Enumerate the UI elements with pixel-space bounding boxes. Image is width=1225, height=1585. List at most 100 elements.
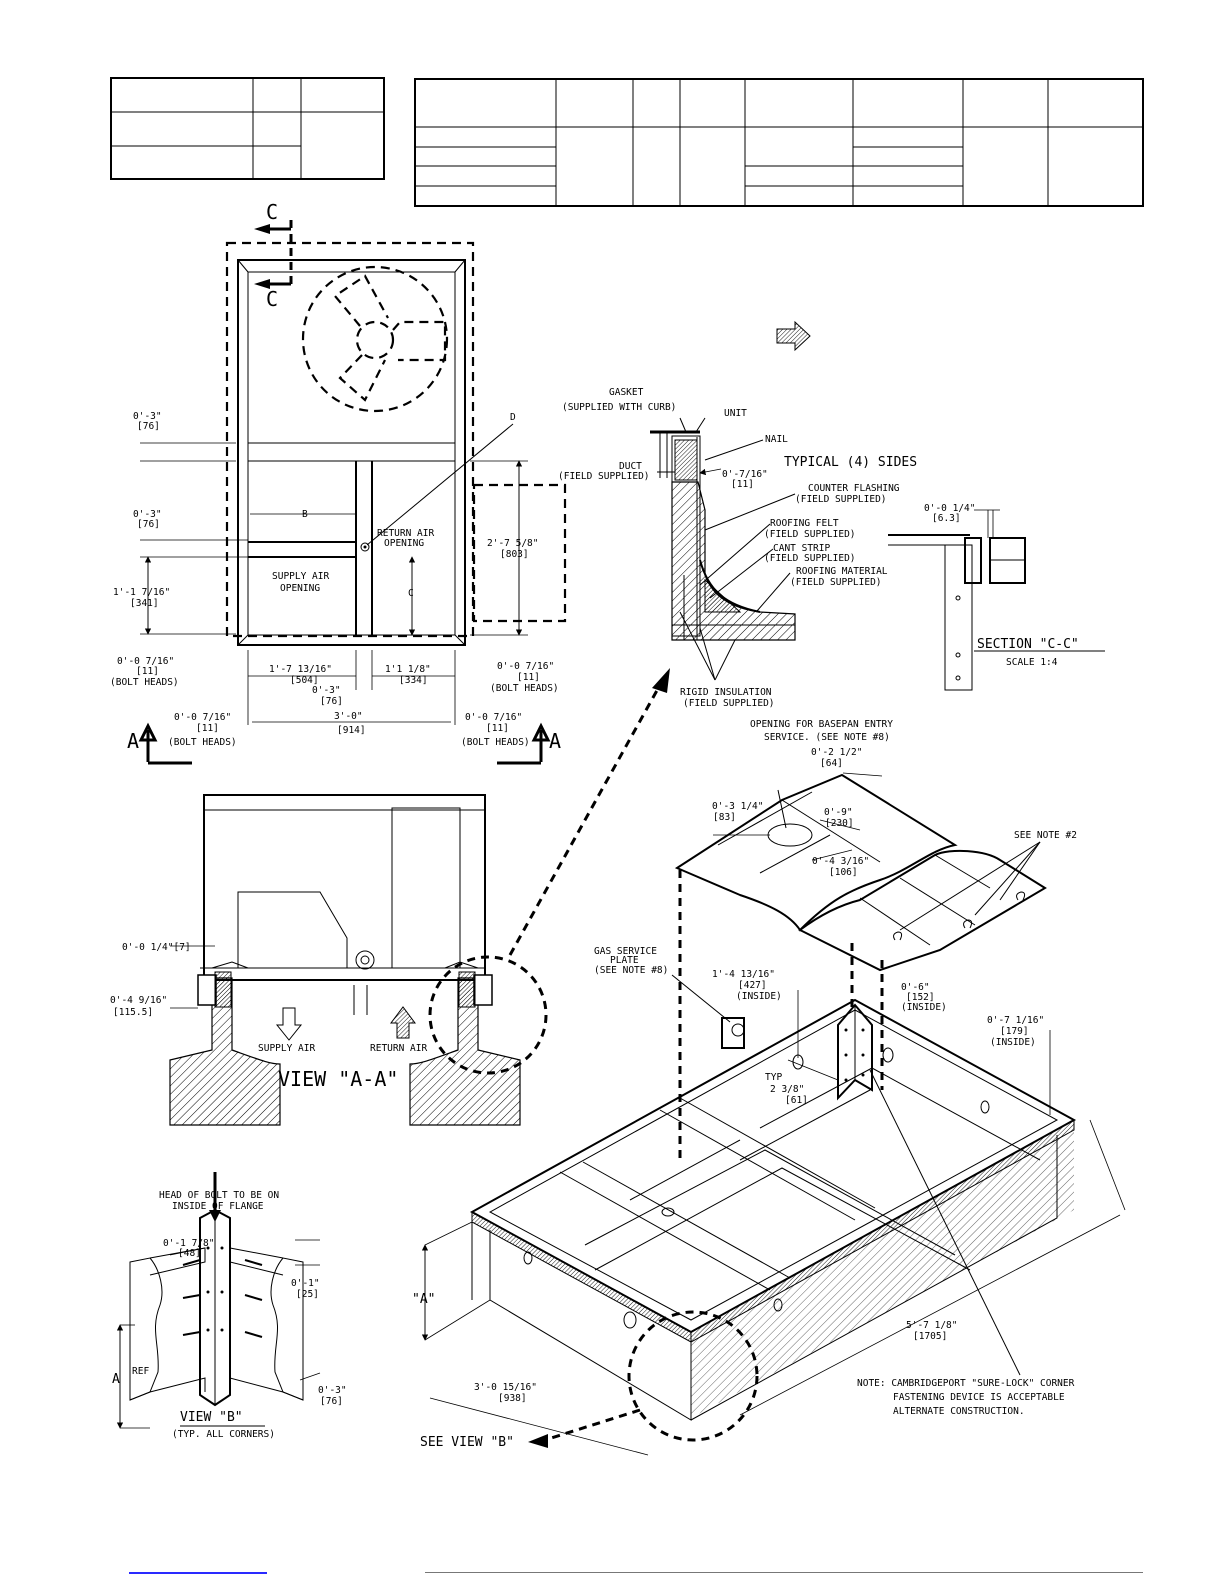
gas-service-3: (SEE NOTE #8) bbox=[594, 965, 668, 976]
dim-left-2-mm: [76] bbox=[137, 519, 160, 530]
return-air-label-1: RETURN AIR bbox=[377, 528, 434, 539]
hook-icon bbox=[893, 931, 903, 941]
dim-right-1: 2'-7 5/8" bbox=[487, 538, 538, 549]
basepan-dim-3: 0'-9" bbox=[824, 807, 853, 818]
bolt-heads-4: (BOLT HEADS) bbox=[461, 737, 530, 748]
head-of-bolt-2: INSIDE OF FLANGE bbox=[172, 1201, 264, 1212]
section-cc-scale: SCALE 1:4 bbox=[1006, 657, 1058, 668]
view-aa-dim-2: 0'-4 9/16" bbox=[110, 995, 167, 1006]
basepan-dim-2-mm: [83] bbox=[713, 812, 736, 823]
duct-label-2: (FIELD SUPPLIED) bbox=[558, 471, 650, 482]
section-cc-dim-mm: [6.3] bbox=[932, 513, 961, 524]
curb-dim-2-mm: [152] bbox=[906, 992, 935, 1003]
note-line-1: NOTE: CAMBRIDGEPORT "SURE-LOCK" CORNER bbox=[857, 1378, 1075, 1389]
view-aa-dim-2-mm: [115.5] bbox=[113, 1007, 153, 1018]
dim-bot-left: 0'-0 7/16" bbox=[174, 712, 231, 723]
view-aa bbox=[169, 794, 548, 1126]
detail-circle bbox=[428, 955, 548, 1075]
dim-bot-1: 1'-7 13/16" bbox=[269, 664, 332, 675]
dim-left-4-mm: [11] bbox=[136, 666, 159, 677]
section-a-marker-right: A bbox=[549, 729, 561, 753]
dim-bot-left-mm: [11] bbox=[196, 723, 219, 734]
airflow-arrow-icon bbox=[776, 320, 811, 352]
view-b-dim-1: 0'-1 7/8" bbox=[163, 1238, 214, 1249]
dim-bot-2: 1'1 1/8" bbox=[385, 664, 431, 675]
supply-air-arrow-icon bbox=[275, 1007, 303, 1041]
dim-right-2: 0'-0 7/16" bbox=[497, 661, 554, 672]
view-b-dim-1-mm: [48] bbox=[178, 1248, 201, 1259]
supply-air-label-1: SUPPLY AIR bbox=[272, 571, 329, 582]
curb-dim-1-inside: (INSIDE) bbox=[736, 991, 782, 1002]
curb-width: 3'-0 15/16" bbox=[474, 1382, 537, 1393]
footer-link-rule bbox=[129, 1572, 267, 1574]
dim-bot-3: 0'-3" bbox=[312, 685, 341, 696]
basepan-dim-1: 0'-2 1/2" bbox=[811, 747, 862, 758]
typ-dim-mm: [61] bbox=[785, 1095, 808, 1106]
typ-dim: 2 3/8" bbox=[770, 1084, 804, 1095]
view-b-title: VIEW "B" bbox=[180, 1410, 243, 1425]
supply-air-label-2: OPENING bbox=[280, 583, 320, 594]
duct-label-1: DUCT bbox=[619, 461, 642, 472]
typical-sides-label: TYPICAL (4) SIDES bbox=[784, 455, 917, 470]
dim-bot-4-mm: [914] bbox=[337, 725, 366, 736]
basepan-dim-3-mm: [230] bbox=[825, 818, 854, 829]
curb-dim-1-mm: [11] bbox=[731, 479, 754, 490]
hook-icon bbox=[963, 919, 973, 929]
bolt-heads-2: (BOLT HEADS) bbox=[490, 683, 559, 694]
view-aa-dim-1: 0'-0 1/4"[7] bbox=[122, 942, 191, 953]
cant-strip-2: (FIELD SUPPLIED) bbox=[764, 553, 856, 564]
curb-flashing-detail bbox=[650, 417, 796, 681]
curb-dim-1: 1'-4 13/16" bbox=[712, 969, 775, 980]
view-b-dim-3: 0'-3" bbox=[318, 1385, 347, 1396]
basepan-dim-2: 0'-3 1/4" bbox=[712, 801, 763, 812]
cant-strip-1: CANT STRIP bbox=[773, 543, 830, 554]
dim-left-1-mm: [76] bbox=[137, 421, 160, 432]
basepan-dim-4-mm: [106] bbox=[829, 867, 858, 878]
basepan-dim-4: 0'-4 3/16" bbox=[812, 856, 869, 867]
roofing-material-2: (FIELD SUPPLIED) bbox=[790, 577, 882, 588]
roofing-felt-2: (FIELD SUPPLIED) bbox=[764, 529, 856, 540]
head-of-bolt-1: HEAD OF BOLT TO BE ON bbox=[159, 1190, 279, 1201]
view-b-dim-2: 0'-1" bbox=[291, 1278, 320, 1289]
supply-air-label: SUPPLY AIR bbox=[258, 1043, 315, 1054]
nail-label: NAIL bbox=[765, 434, 788, 445]
view-b-detail-circle bbox=[627, 1310, 759, 1442]
typ-label: TYP bbox=[765, 1072, 782, 1083]
dim-right-2-mm: [11] bbox=[517, 672, 540, 683]
rigid-insulation-1: RIGID INSULATION bbox=[680, 687, 772, 698]
detail-callout-arrow bbox=[508, 684, 662, 956]
gasket-label-2: (SUPPLIED WITH CURB) bbox=[562, 402, 676, 413]
curb-dim-3: 0'-7 1/16" bbox=[987, 1015, 1044, 1026]
curb-width-mm: [938] bbox=[498, 1393, 527, 1404]
basepan-plate bbox=[674, 772, 1047, 972]
view-b-dim-2-mm: [25] bbox=[296, 1289, 319, 1300]
counter-flashing-1: COUNTER FLASHING bbox=[808, 483, 900, 494]
dim-bot-3-mm: [76] bbox=[320, 696, 343, 707]
dim-a-label: "A" bbox=[412, 1292, 435, 1307]
dim-right-1-mm: [803] bbox=[500, 549, 529, 560]
basepan-opening-1: OPENING FOR BASEPAN ENTRY bbox=[750, 719, 893, 730]
section-cc-dim: 0'-0 1/4" bbox=[924, 503, 975, 514]
dim-left-2: 0'-3" bbox=[133, 509, 162, 520]
section-c-label-bottom: C bbox=[266, 287, 278, 311]
curb-length-mm: [1705] bbox=[913, 1331, 947, 1342]
roofing-felt-1: ROOFING FELT bbox=[770, 518, 839, 529]
large-title-table bbox=[414, 78, 1144, 207]
a-label: A bbox=[112, 1372, 120, 1387]
dim-left-3-mm: [341] bbox=[130, 598, 159, 609]
view-b-subtitle: (TYP. ALL CORNERS) bbox=[172, 1429, 275, 1440]
see-note-2: SEE NOTE #2 bbox=[1014, 830, 1077, 841]
small-title-table bbox=[110, 77, 385, 180]
rigid-insulation-2: (FIELD SUPPLIED) bbox=[683, 698, 775, 709]
hook-icon bbox=[1016, 891, 1026, 901]
top-view bbox=[138, 220, 811, 765]
unit-label: UNIT bbox=[724, 408, 747, 419]
dim-left-3: 1'-1 7/16" bbox=[113, 587, 170, 598]
counter-flashing-2: (FIELD SUPPLIED) bbox=[795, 494, 887, 505]
section-c-label-top: C bbox=[266, 200, 278, 224]
view-aa-title: VIEW "A-A" bbox=[278, 1067, 398, 1091]
section-cc bbox=[888, 509, 1105, 691]
gasket-label-1: GASKET bbox=[609, 387, 644, 398]
return-air-label: RETURN AIR bbox=[370, 1043, 427, 1054]
see-view-b: SEE VIEW "B" bbox=[420, 1435, 514, 1450]
